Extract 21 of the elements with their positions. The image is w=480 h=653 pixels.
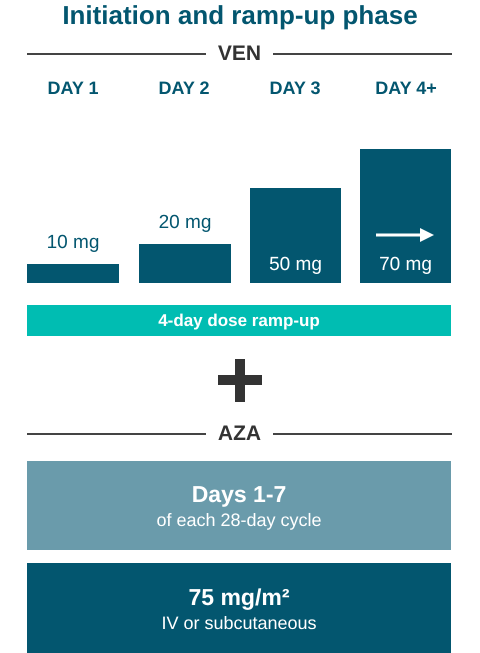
day-label: DAY 4+ xyxy=(375,78,437,98)
panel-heading: 75 mg/m² xyxy=(188,582,290,612)
info-panel xyxy=(27,461,451,550)
section-heading: VEN xyxy=(218,42,262,66)
dose-bar xyxy=(250,188,341,283)
day-label: DAY 2 xyxy=(158,78,210,98)
dose-label: 70 mg xyxy=(379,255,432,275)
day-label: DAY 1 xyxy=(47,78,99,98)
info-panel xyxy=(27,563,451,653)
panel-heading: Days 1-7 xyxy=(192,480,286,509)
section-heading: AZA xyxy=(218,422,262,446)
panel-subtext: of each 28-day cycle xyxy=(156,509,322,531)
ramp-up-band xyxy=(27,305,451,336)
day-label: DAY 3 xyxy=(269,78,321,98)
diagram-title: Initiation and ramp-up phase xyxy=(62,0,418,30)
band-label: 4-day dose ramp-up xyxy=(158,310,320,332)
dose-label: 50 mg xyxy=(269,255,322,275)
dose-bar xyxy=(360,149,451,283)
panel-subtext: IV or subcutaneous xyxy=(161,612,317,634)
dose-label: 10 mg xyxy=(46,233,100,253)
dose-label: 20 mg xyxy=(158,213,212,233)
